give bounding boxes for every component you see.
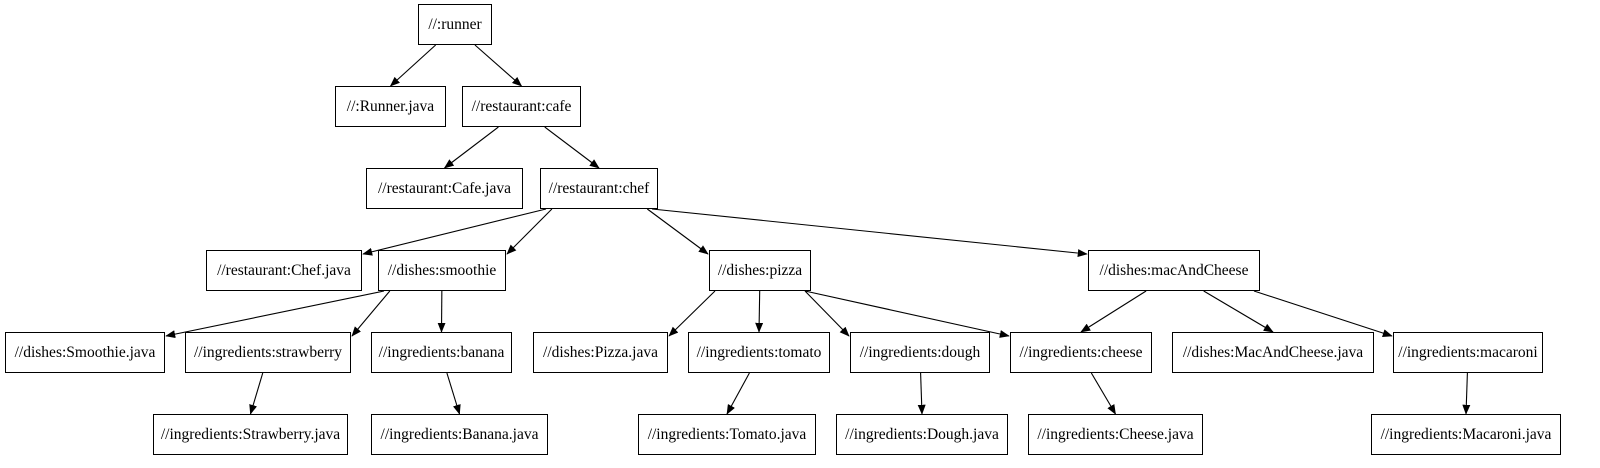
graph-node-ing_strawberry[interactable]: //ingredients:strawberry [185,332,351,373]
graph-node-label: //dishes:smoothie [387,261,497,279]
graph-node-label: //:runner [428,15,482,33]
graph-node-dishes_smoothie[interactable]: //dishes:smoothie [378,250,506,291]
graph-node-restaurant_cafe_java[interactable]: //restaurant:Cafe.java [366,168,523,209]
graph-node-label: //ingredients:Banana.java [380,425,539,443]
graph-node-ing_cheese_java[interactable]: //ingredients:Cheese.java [1028,414,1203,455]
graph-node-label: //ingredients:cheese [1019,343,1143,361]
graph-node-label: //dishes:pizza [717,261,803,279]
graph-node-dishes_macandcheese_java[interactable]: //dishes:MacAndCheese.java [1172,332,1374,373]
graph-node-label: //ingredients:strawberry [193,343,343,361]
graph-node-ing_dough_java[interactable]: //ingredients:Dough.java [836,414,1008,455]
graph-node-label: //ingredients:dough [859,343,981,361]
graph-node-label: //ingredients:tomato [696,343,822,361]
graph-node-label: //dishes:macAndCheese [1099,261,1249,279]
graph-node-ing_macaroni_java[interactable]: //ingredients:Macaroni.java [1371,414,1561,455]
graph-node-label: //restaurant:chef [548,179,650,197]
graph-node-dishes_pizza_java[interactable]: //dishes:Pizza.java [533,332,668,373]
graph-node-ing_tomato[interactable]: //ingredients:tomato [688,332,830,373]
graph-node-ing_strawberry_java[interactable]: //ingredients:Strawberry.java [153,414,348,455]
graph-node-label: //ingredients:Dough.java [845,425,999,443]
graph-node-ing_macaroni[interactable]: //ingredients:macaroni [1393,332,1543,373]
graph-node-dishes_macandcheese[interactable]: //dishes:macAndCheese [1088,250,1260,291]
graph-node-label: //ingredients:banana [378,343,505,361]
graph-node-label: //restaurant:Cafe.java [378,179,511,197]
graph-node-label: //:Runner.java [346,97,435,115]
graph-node-dishes_smoothie_java[interactable]: //dishes:Smoothie.java [5,332,165,373]
graph-node-label: //ingredients:Macaroni.java [1380,425,1552,443]
graph-node-ing_banana_java[interactable]: //ingredients:Banana.java [371,414,548,455]
graph-node-ing_dough[interactable]: //ingredients:dough [850,332,990,373]
graph-node-restaurant_chef[interactable]: //restaurant:chef [540,168,658,209]
graph-node-ing_cheese[interactable]: //ingredients:cheese [1010,332,1152,373]
graph-node-restaurant_cafe[interactable]: //restaurant:cafe [462,86,581,127]
graph-node-runner[interactable]: //:runner [418,4,492,45]
graph-node-dishes_pizza[interactable]: //dishes:pizza [709,250,811,291]
graph-node-runner_java[interactable]: //:Runner.java [335,86,446,127]
graph-node-label: //ingredients:Tomato.java [647,425,807,443]
graph-node-label: //dishes:Smoothie.java [14,343,156,361]
graph-node-ing_banana[interactable]: //ingredients:banana [371,332,512,373]
graph-node-label: //ingredients:Strawberry.java [160,425,341,443]
graph-node-restaurant_chef_java[interactable]: //restaurant:Chef.java [206,250,362,291]
graph-node-label: //ingredients:Cheese.java [1037,425,1194,443]
graph-node-label: //restaurant:Chef.java [217,261,351,279]
graph-node-label: //ingredients:macaroni [1398,343,1538,361]
graph-node-label: //dishes:Pizza.java [543,343,658,361]
graph-node-ing_tomato_java[interactable]: //ingredients:Tomato.java [638,414,816,455]
graph-node-label: //dishes:MacAndCheese.java [1182,343,1364,361]
graph-node-label: //restaurant:cafe [471,97,572,115]
